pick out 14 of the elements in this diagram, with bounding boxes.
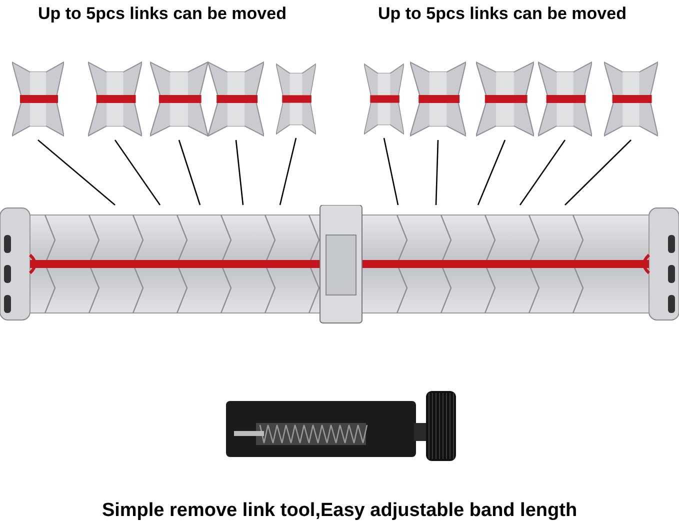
leader-line [279, 138, 297, 206]
leader-line [477, 140, 506, 206]
leader-line [435, 140, 439, 206]
leader-line [519, 140, 566, 206]
leader-line [383, 138, 399, 206]
leader-line [235, 140, 244, 206]
caption-text: Simple remove link tool,Easy adjustable band length [100, 500, 578, 522]
heading-text: Up to 5pcs links can be moved [38, 4, 286, 24]
watch-band-drawing [0, 205, 679, 325]
leader-line [564, 140, 632, 206]
leader-line [178, 140, 201, 206]
heading-text: Up to 5pcs links can be moved [378, 4, 626, 24]
leader-line [38, 140, 116, 206]
leader-line [114, 140, 161, 206]
